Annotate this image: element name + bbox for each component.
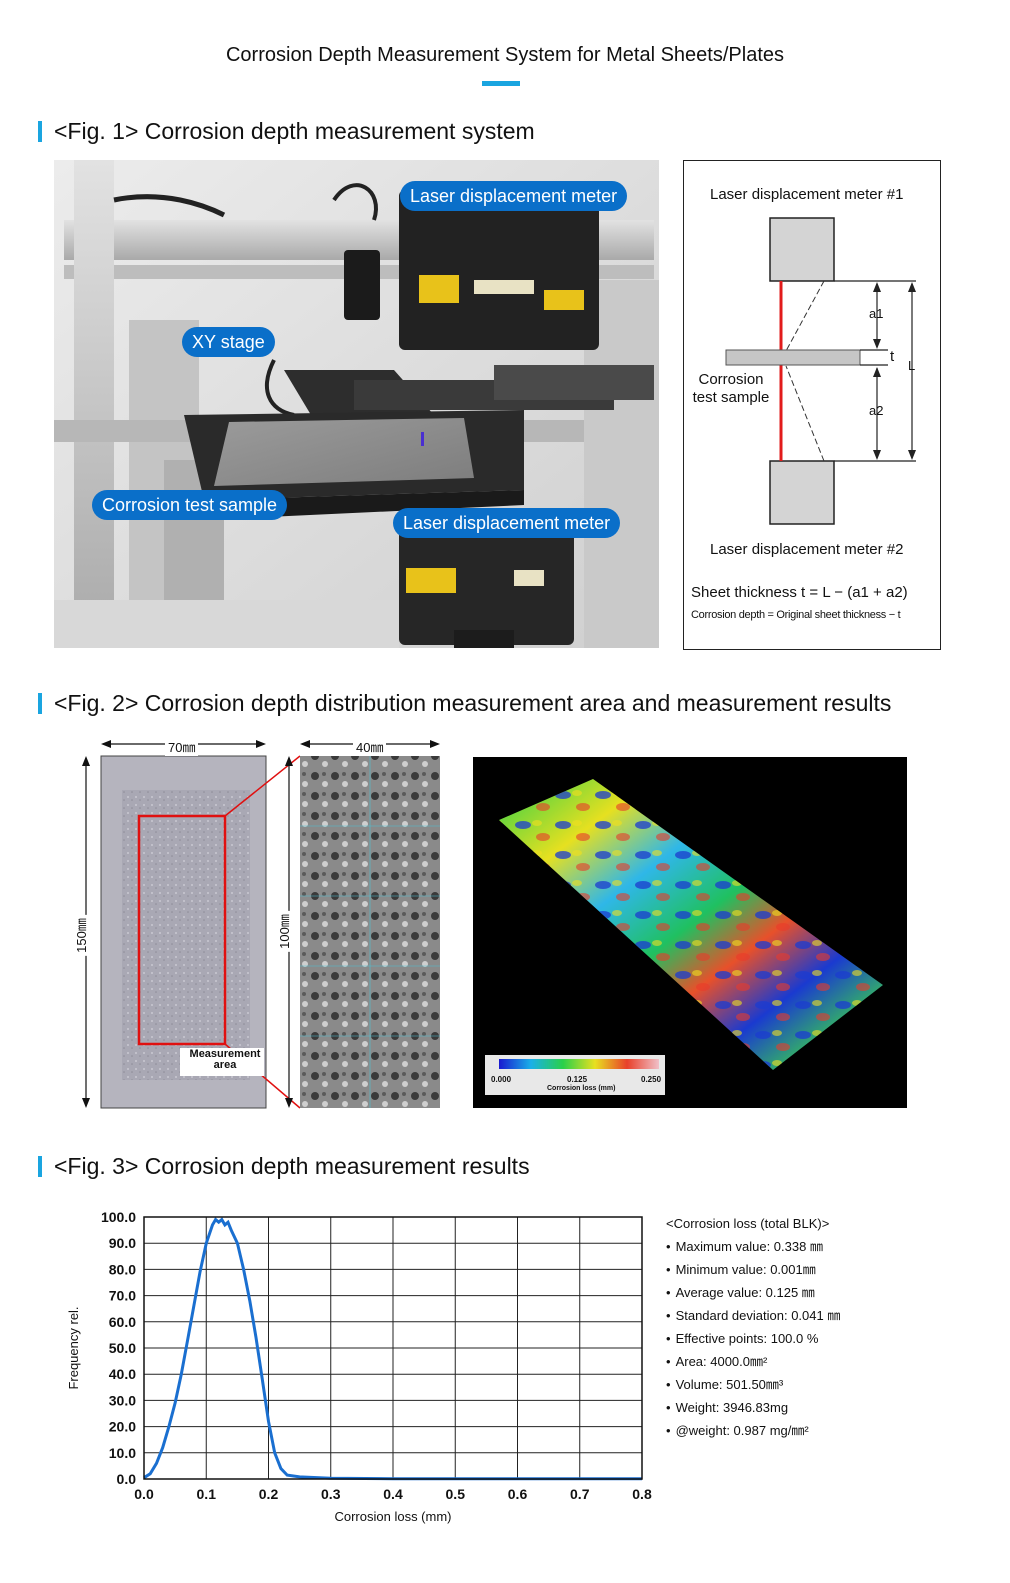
colorbar-gradient — [499, 1059, 659, 1069]
y-tick-label: 40.0 — [109, 1366, 136, 1382]
callout-laser-meter-bottom: Laser displacement meter — [393, 508, 621, 538]
stat-area: Area: 4000.0㎜² — [666, 1350, 840, 1373]
corrosion-3d-map: 0.000 0.125 0.250 Corrosion loss (mm) — [473, 757, 907, 1108]
x-tick-label: 0.3 — [321, 1486, 341, 1502]
corrosion-heatmap-illustration — [485, 779, 883, 1095]
fig2-heading-text: <Fig. 2> Corrosion depth distribution me… — [54, 690, 892, 716]
measurement-system-illustration — [54, 160, 659, 648]
t-label: t — [890, 348, 895, 365]
fig1-heading: <Fig. 1> Corrosion depth measurement sys… — [38, 118, 535, 145]
colorbar-label: Corrosion loss (mm) — [547, 1085, 616, 1092]
x-tick-label: 0.4 — [383, 1486, 403, 1502]
heading-accent-bar — [38, 121, 42, 142]
y-tick-label: 0.0 — [117, 1471, 137, 1487]
fig3-heading: <Fig. 3> Corrosion depth measurement res… — [38, 1153, 530, 1180]
principle-schematic — [725, 217, 916, 525]
fig3-heading-text: <Fig. 3> Corrosion depth measurement res… — [54, 1153, 530, 1179]
stat-std-dev: Standard deviation: 0.041 ㎜ — [666, 1304, 841, 1327]
x-axis-title: Corrosion loss (mm) — [334, 1509, 451, 1524]
corrosion-stats-panel: <Corrosion loss (total BLK)> Maximum val… — [666, 1212, 840, 1442]
x-tick-label: 0.2 — [259, 1486, 279, 1502]
colorbar-max: 0.250 — [641, 1075, 662, 1084]
dim-40mm-label: 40㎜ — [353, 737, 387, 756]
x-tick-label: 0.0 — [134, 1486, 154, 1502]
title-underline — [482, 81, 520, 86]
measurement-principle-diagram: Laser displacement meter #1 a1 a2 t L Co… — [683, 160, 941, 650]
a2-label: a2 — [869, 403, 884, 418]
corrosion-distribution-chart: 0.0 0.1 0.2 0.3 0.4 0.5 0.6 0.7 0.8 0.0 10.0 20.0 30… — [60, 1205, 660, 1535]
stat-weight: Weight: 3946.83mg — [666, 1396, 840, 1419]
x-tick-label: 0.6 — [508, 1486, 528, 1502]
measurement-area-figure: 70㎜ 40㎜ 150㎜ 100㎜ Measurement area — [70, 730, 450, 1115]
dim-100mm-label: 100㎜ — [273, 911, 293, 952]
formula-corrosion-depth: Corrosion depth = Original sheet thickne… — [691, 609, 901, 621]
a1-label: a1 — [869, 306, 884, 321]
dim-70mm-label: 70㎜ — [165, 737, 199, 756]
stat-average: Average value: 0.125 ㎜ — [666, 1281, 840, 1304]
chart-svg: 0.0 0.1 0.2 0.3 0.4 0.5 0.6 0.7 0.8 0.0 10.0 20.0 30… — [66, 1209, 652, 1524]
fig2-heading: <Fig. 2> Corrosion depth distribution me… — [38, 690, 891, 717]
callout-xy-stage: XY stage — [182, 327, 275, 357]
dim-150mm-label: 150㎜ — [70, 915, 90, 956]
heading-accent-bar — [38, 693, 42, 714]
colorbar-min: 0.000 — [491, 1075, 512, 1084]
measurement-area-label: Measurement area — [185, 1049, 265, 1071]
meter2-label: Laser displacement meter #2 — [710, 541, 904, 558]
sample-and-zoom-illustration — [82, 740, 440, 1109]
stat-at-weight: @weight: 0.987 mg/㎜² — [666, 1419, 840, 1442]
y-tick-label: 50.0 — [109, 1340, 136, 1356]
x-tick-label: 0.7 — [570, 1486, 590, 1502]
stat-volume: Volume: 501.50㎜³ — [666, 1373, 840, 1396]
measurement-system-photo: Laser displacement meter XY stage Corros… — [54, 160, 659, 648]
colorbar-mid: 0.125 — [567, 1075, 588, 1084]
y-tick-label: 20.0 — [109, 1419, 136, 1435]
y-axis-title: Frequency rel. — [66, 1306, 81, 1389]
series-line — [143, 1217, 642, 1481]
sample-label-line1: Corrosion — [698, 371, 764, 388]
x-tick-label: 0.8 — [632, 1486, 652, 1502]
stat-maximum: Maximum value: 0.338 ㎜ — [666, 1235, 840, 1258]
page-title: Corrosion Depth Measurement System for M… — [225, 44, 785, 66]
y-tick-label: 70.0 — [109, 1288, 136, 1304]
y-tick-label: 100.0 — [101, 1209, 136, 1225]
meter1-label: Laser displacement meter #1 — [710, 186, 904, 203]
measurement-area-line1: Measurement — [189, 1048, 261, 1060]
callout-laser-meter-top: Laser displacement meter — [400, 181, 628, 211]
fig1-heading-text: <Fig. 1> Corrosion depth measurement sys… — [54, 118, 535, 144]
y-tick-label: 10.0 — [109, 1445, 136, 1461]
heading-accent-bar — [38, 1156, 42, 1177]
y-tick-label: 80.0 — [109, 1261, 136, 1277]
stat-minimum: Minimum value: 0.001㎜ — [666, 1258, 840, 1281]
formula-thickness: Sheet thickness t = L − (a1 + a2) — [691, 584, 908, 601]
L-label: L — [908, 358, 916, 373]
x-tick-label: 0.5 — [446, 1486, 466, 1502]
y-tick-label: 60.0 — [109, 1314, 136, 1330]
measurement-area-line2: area — [213, 1059, 237, 1071]
stats-title: <Corrosion loss (total BLK)> — [666, 1216, 830, 1231]
x-tick-label: 0.1 — [197, 1486, 217, 1502]
y-tick-label: 30.0 — [109, 1392, 136, 1408]
sample-label-line2: test sample — [692, 389, 770, 406]
callout-corrosion-sample: Corrosion test sample — [92, 490, 288, 520]
y-tick-label: 90.0 — [109, 1235, 136, 1251]
stat-effective-points: Effective points: 100.0 % — [666, 1327, 840, 1350]
